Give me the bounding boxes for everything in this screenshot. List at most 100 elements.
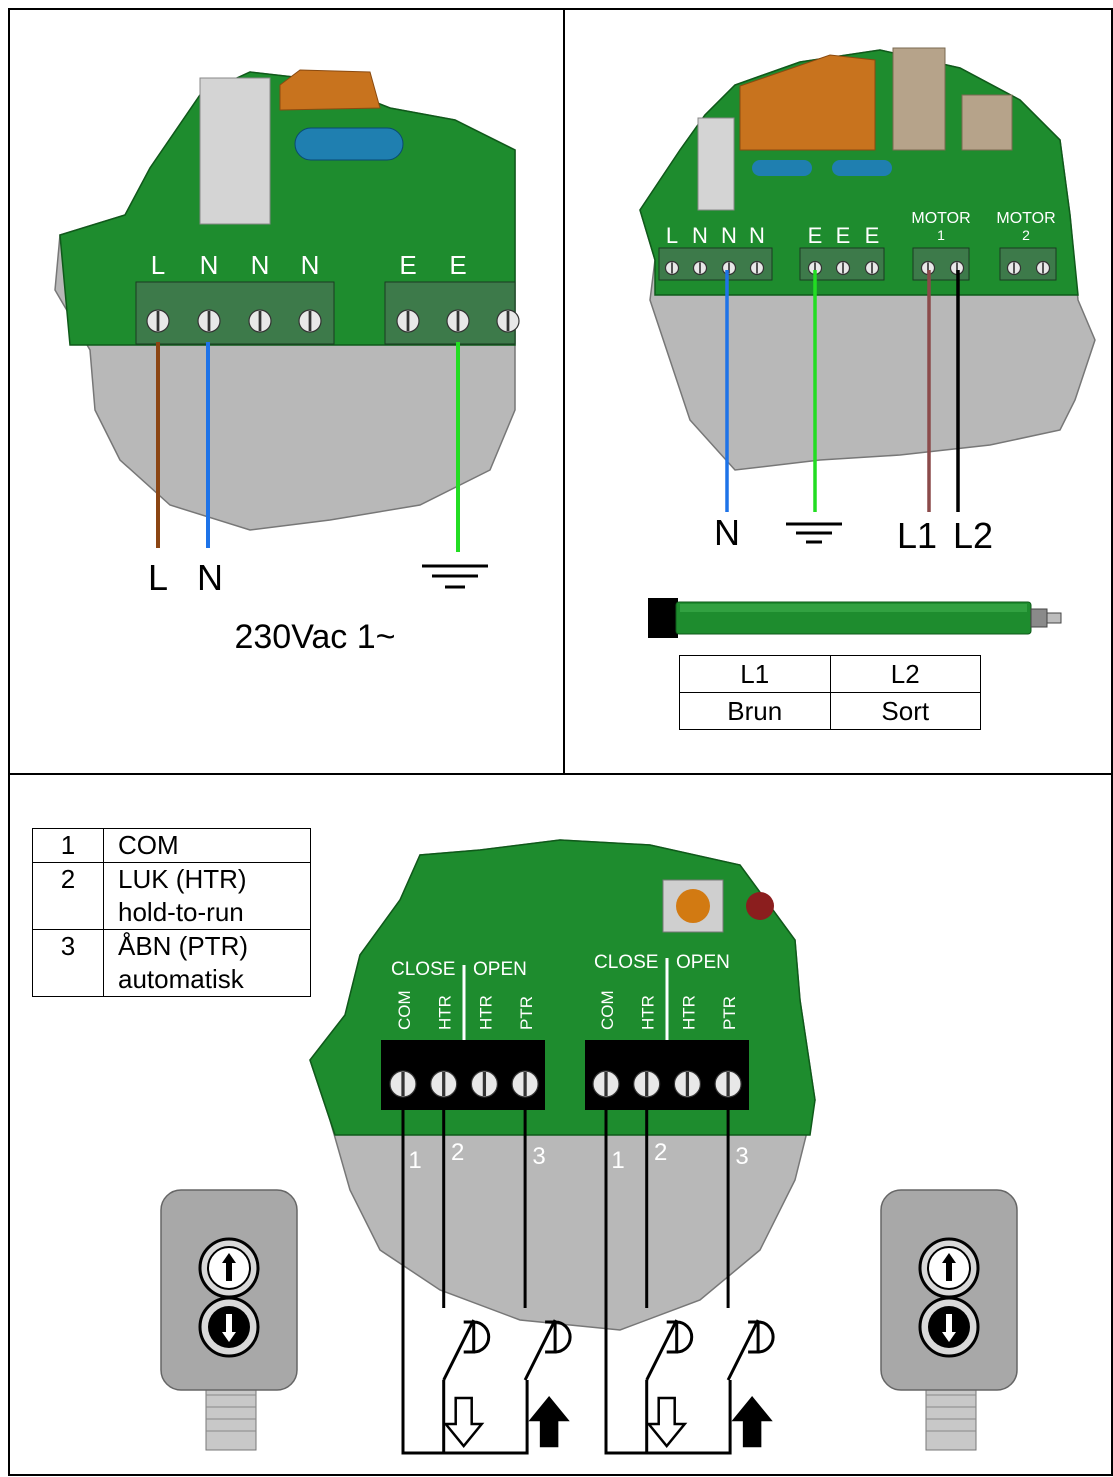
arrow-down-icon (443, 1396, 485, 1448)
terminal-screw (749, 260, 765, 276)
capacitor-blue-1 (752, 160, 812, 176)
terminal-label: HTR (436, 995, 455, 1030)
ground-symbol (422, 564, 488, 589)
led-orange (676, 889, 710, 923)
terminal-screw (592, 1070, 620, 1098)
motor2-label: MOTOR (996, 210, 1055, 227)
switch-circuit (401, 1100, 572, 1455)
push-actuator (463, 1320, 491, 1354)
terminal-label: N (721, 223, 737, 248)
terminal-screw (673, 1070, 702, 1098)
terminal-screw (146, 309, 170, 333)
terminal-number: 1 (408, 1147, 421, 1174)
terminal-label: N (200, 250, 219, 280)
motor2-number: 2 (1022, 227, 1030, 243)
terminal-screw (248, 309, 272, 333)
com-wire (401, 1100, 529, 1455)
wire-label-l: L (148, 557, 168, 598)
terminal-screws (389, 1070, 742, 1098)
tubular-motor (648, 598, 1062, 638)
arrow-down-icon (646, 1396, 688, 1448)
relay-orange (739, 54, 876, 151)
terminal-label: HTR (639, 995, 658, 1030)
push-actuator (666, 1320, 694, 1354)
remote-switch-box (160, 1189, 298, 1451)
switch-blade (442, 1319, 476, 1381)
terminal-number: 1 (611, 1147, 624, 1174)
switch-circuits (401, 1100, 775, 1455)
terminal-label: HTR (679, 995, 698, 1030)
wire-label-n: N (714, 512, 740, 553)
terminal-label: PTR (517, 996, 536, 1030)
push-actuator (748, 1320, 775, 1354)
wire-label-l2: L2 (953, 515, 993, 556)
wire-label-l1: L1 (897, 515, 937, 556)
terminal-label: HTR (476, 995, 495, 1030)
terminal-label: N (251, 250, 270, 280)
terminal-number: 3 (735, 1143, 748, 1170)
terminal-screw (714, 1070, 742, 1098)
terminal-screws (146, 309, 520, 333)
switch-blade (523, 1319, 557, 1381)
cable-gland (925, 1379, 977, 1451)
terminal-screw (496, 309, 520, 333)
terminal-screw (633, 1070, 661, 1098)
terminal-screw (298, 309, 322, 333)
arrow-up-icon (731, 1396, 773, 1448)
terminal-label: COM (395, 990, 414, 1030)
relay-tan-2 (961, 94, 1013, 151)
terminal-label: PTR (720, 996, 739, 1030)
terminal-screw (721, 260, 737, 276)
group-label-close: CLOSE (594, 952, 658, 973)
terminal-screw (470, 1070, 498, 1098)
terminal-screw (389, 1070, 417, 1098)
terminal-screw (1035, 260, 1051, 276)
arrow-up-icon (528, 1396, 570, 1448)
switch-blade (645, 1319, 679, 1381)
push-actuator (545, 1320, 572, 1354)
motor1-label: MOTOR (911, 210, 970, 227)
terminal-screw (864, 260, 880, 276)
color-l2: Sort (829, 692, 981, 730)
terminal-label: N (301, 250, 320, 280)
wire-label-n: N (197, 557, 223, 598)
outer-frame (8, 8, 1113, 1476)
terminal-label: L (151, 250, 165, 280)
ground-symbol (786, 522, 842, 544)
terminal-label: L (666, 223, 678, 248)
terminal-screw (1006, 260, 1022, 276)
arrow-up-icon (222, 1253, 236, 1281)
remote-switches (160, 1189, 1018, 1451)
capacitor-blue-2 (832, 160, 892, 176)
legend-desc-3: ÅBN (PTR)automatisk (103, 929, 311, 997)
terminal-screws (664, 260, 1051, 276)
legend-num-3: 3 (32, 929, 104, 997)
terminal-screw (664, 260, 680, 276)
terminal-screw (430, 1070, 458, 1098)
led-red (746, 892, 774, 920)
com-wire (604, 1100, 732, 1455)
capacitor-blue (294, 127, 404, 161)
terminal-number: 3 (532, 1143, 545, 1170)
relay-tan-1 (892, 47, 946, 151)
terminal-label: N (749, 223, 765, 248)
terminal-screw (692, 260, 708, 276)
terminal-legend-table: 1 COM 2 LUK (HTR)hold-to-run 3 ÅBN (PTR)… (32, 828, 311, 997)
legend-num-2: 2 (32, 862, 104, 930)
terminal-number: 2 (654, 1139, 667, 1166)
relay-orange (279, 69, 381, 111)
terminal-label: COM (598, 990, 617, 1030)
motor1-number: 1 (937, 227, 945, 243)
terminal-label: E (836, 223, 851, 248)
terminal-screw (835, 260, 851, 276)
group-label-open: OPEN (676, 952, 730, 973)
terminal-label: E (865, 223, 880, 248)
wire-color-table: L1 L2 Brun Sort (679, 655, 981, 730)
